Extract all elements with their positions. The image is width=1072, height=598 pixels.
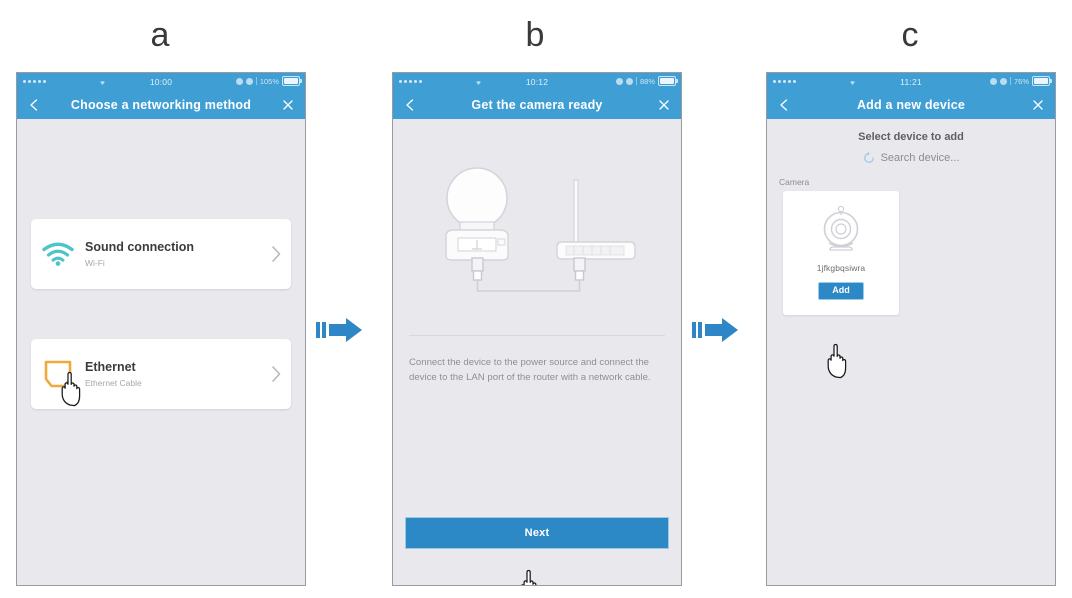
select-device-heading: Select device to add <box>858 131 964 143</box>
alarm-icon <box>245 77 253 85</box>
location-icon <box>989 77 997 85</box>
pointing-hand-cursor <box>521 569 538 585</box>
battery-icon <box>658 76 678 86</box>
alarm-icon <box>625 77 633 85</box>
option-title: Ethernet <box>85 359 136 374</box>
nav-bar-c: Add a new device <box>767 91 1055 119</box>
battery-icon <box>282 76 302 86</box>
chevron-right-icon <box>261 245 291 263</box>
panel-label-a: a <box>150 16 170 54</box>
phone-screen-a: 10:00 105% Choose a networking method <box>16 72 306 586</box>
location-icon <box>235 77 243 85</box>
search-device-row[interactable]: Search device... <box>767 152 1055 164</box>
page-title: Get the camera ready <box>471 98 603 112</box>
camera-router-diagram <box>393 153 681 313</box>
camera-device-icon <box>823 205 859 251</box>
wifi-icon <box>476 81 481 85</box>
panel-label-b: b <box>525 16 545 54</box>
flow-arrow-icon <box>316 318 362 342</box>
ip-camera-illustration <box>445 167 509 261</box>
device-name: 1jfkgbqsiwra <box>816 263 866 273</box>
status-right-group: 76% <box>989 76 1052 86</box>
status-bar-b: 10:12 88% <box>393 73 681 91</box>
instruction-text: Connect the device to the power source a… <box>409 357 651 384</box>
signal-dots-icon <box>23 80 46 83</box>
chevron-left-icon[interactable] <box>27 98 41 112</box>
wifi-icon <box>31 241 85 267</box>
close-icon[interactable] <box>657 98 671 112</box>
battery-icon <box>1032 76 1052 86</box>
ethernet-port-icon <box>31 359 85 389</box>
status-right-group: 88% <box>615 76 678 86</box>
pointing-hand-cursor <box>827 343 847 379</box>
wifi-icon <box>100 81 105 85</box>
device-group-label: Camera <box>779 177 810 187</box>
chevron-right-icon <box>261 365 291 383</box>
status-bar-a: 10:00 105% <box>17 73 305 91</box>
battery-percent: 88% <box>639 76 655 86</box>
battery-percent: 76% <box>1013 76 1029 86</box>
section-divider <box>409 335 665 336</box>
screen-body-c: Select device to add Search device... Ca… <box>767 119 1055 585</box>
status-time: 10:00 <box>149 77 173 87</box>
page-title: Add a new device <box>856 98 966 112</box>
wifi-icon <box>850 81 855 85</box>
alarm-icon <box>999 77 1007 85</box>
status-right-group: 105% <box>235 76 302 86</box>
screen-body-a: Sound connection Wi-Fi Ethernet <box>17 119 305 585</box>
chevron-left-icon[interactable] <box>777 98 791 112</box>
status-divider <box>255 77 257 85</box>
status-divider <box>635 77 637 85</box>
phone-screen-c: 11:21 76% Add a new device Select device… <box>766 72 1056 586</box>
option-text-group: Sound connection Wi-Fi <box>85 240 261 269</box>
status-divider <box>1009 77 1011 85</box>
flow-arrow-icon <box>692 318 738 342</box>
search-device-label: Search device... <box>880 152 960 164</box>
next-button[interactable]: Next <box>405 517 669 549</box>
page-title: Choose a networking method <box>70 98 252 112</box>
signal-dots-icon <box>399 80 422 83</box>
option-card-ethernet[interactable]: Ethernet Ethernet Cable <box>31 339 291 409</box>
location-icon <box>615 77 623 85</box>
option-card-sound-connection[interactable]: Sound connection Wi-Fi <box>31 219 291 289</box>
nav-bar-a: Choose a networking method <box>17 91 305 119</box>
close-icon[interactable] <box>281 98 295 112</box>
option-subtitle: Wi-Fi <box>85 258 105 269</box>
wifi-router-illustration <box>556 179 636 260</box>
option-text-group: Ethernet Ethernet Cable <box>85 360 261 389</box>
status-time: 11:21 <box>900 77 922 87</box>
status-bar-c: 11:21 76% <box>767 73 1055 91</box>
panel-label-c: c <box>901 16 919 54</box>
add-device-button[interactable]: Add <box>818 282 864 300</box>
refresh-spinner-icon <box>863 152 874 163</box>
ethernet-cable-illustration <box>471 257 586 292</box>
signal-dots-icon <box>773 80 796 83</box>
status-time: 10:12 <box>525 77 549 87</box>
screen-body-b: Connect the device to the power source a… <box>393 119 681 585</box>
phone-screen-b: 10:12 88% Get the camera ready <box>392 72 682 586</box>
nav-bar-b: Get the camera ready <box>393 91 681 119</box>
close-icon[interactable] <box>1031 98 1045 112</box>
device-card[interactable]: 1jfkgbqsiwra Add <box>783 191 899 315</box>
option-subtitle: Ethernet Cable <box>85 378 142 389</box>
option-title: Sound connection <box>85 239 195 254</box>
chevron-left-icon[interactable] <box>403 98 417 112</box>
battery-percent: 105% <box>259 76 279 86</box>
